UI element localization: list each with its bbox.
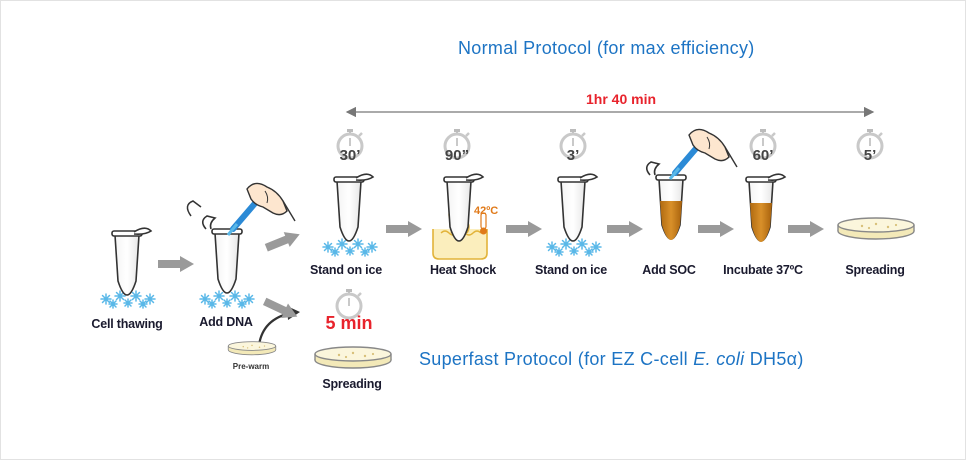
step-label-heat-shock: Heat Shock <box>429 263 497 277</box>
superfast-protocol-title: Superfast Protocol (for EZ C-cell E. col… <box>419 349 804 370</box>
arrow-icon <box>506 221 542 237</box>
petri-dish-icon <box>837 217 915 240</box>
step-label-spreading-fast: Spreading <box>322 377 382 391</box>
step-label-spreading: Spreading <box>845 263 905 277</box>
arrow-icon <box>788 221 824 237</box>
superfast-title-prefix: Superfast Protocol (for EZ C-cell <box>419 349 694 369</box>
tube-icon <box>100 227 156 309</box>
step-label-cell-thawing: Cell thawing <box>91 317 163 331</box>
hand-icon <box>246 182 296 222</box>
hand-icon <box>688 128 738 168</box>
tube-icon <box>546 173 602 257</box>
arrow-icon <box>263 226 303 256</box>
step-label-incubate: Incubate 37ºC <box>723 263 803 277</box>
arrow-icon <box>607 221 643 237</box>
timer-label: 90” <box>444 147 470 164</box>
arrow-icon <box>386 221 422 237</box>
superfast-time: 5 min <box>325 313 373 333</box>
soc-tube-icon <box>745 173 786 242</box>
timer-label: 60’ <box>752 147 774 164</box>
petri-dish-icon <box>227 341 277 356</box>
normal-protocol-title: Normal Protocol (for max efficiency) <box>458 38 755 58</box>
total-duration: 1hr 40 min <box>585 91 657 107</box>
heat-shock-temperature: 42ºC <box>474 205 499 217</box>
timer-label: 5’ <box>863 147 877 164</box>
step-label-add-dna: Add DNA <box>199 315 253 329</box>
step-label-stand-on-ice: Stand on ice <box>535 263 607 277</box>
step-label-add-soc: Add SOC <box>642 263 696 277</box>
arrow-icon <box>261 294 301 324</box>
step-label-stand-on-ice: Stand on ice <box>310 263 382 277</box>
timer-label: 3’ <box>566 147 580 164</box>
tube-icon <box>322 173 378 257</box>
arrow-icon <box>698 221 734 237</box>
timer-label: 30’ <box>339 147 361 164</box>
arrow-icon <box>158 256 194 272</box>
soc-tube-icon <box>645 161 687 240</box>
tube-icon <box>186 200 255 309</box>
pre-warm-label: Pre-warm <box>232 362 270 371</box>
superfast-title-suffix: DH5α) <box>744 349 804 369</box>
superfast-title-organism: E. coli <box>693 349 745 369</box>
heat-bath-icon <box>432 173 488 260</box>
petri-dish-icon <box>314 346 392 369</box>
